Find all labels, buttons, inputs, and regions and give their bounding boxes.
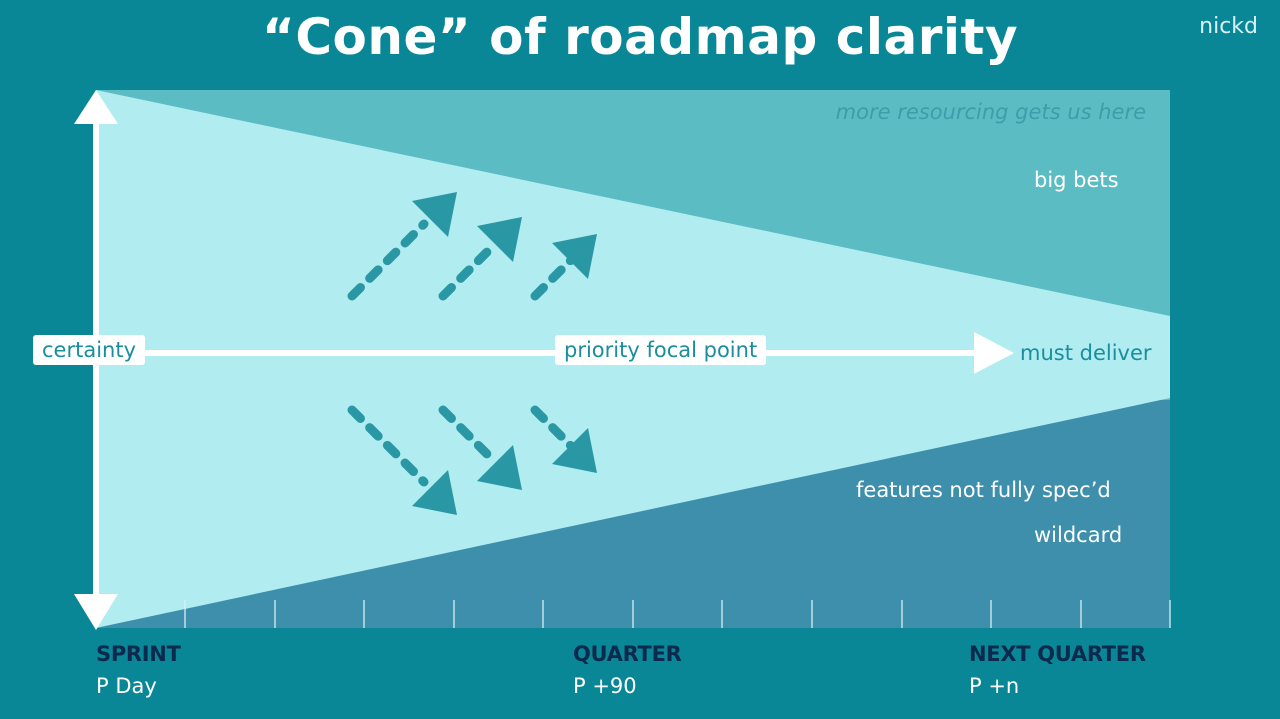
timeline-name: NEXT QUARTER xyxy=(969,642,1146,666)
priority-axis xyxy=(96,332,1014,374)
must-deliver-label: must deliver xyxy=(1020,341,1152,365)
features-label: features not fully spec’d xyxy=(856,478,1111,502)
big-bets-label: big bets xyxy=(1034,168,1119,192)
timeline-quarter: QUARTER P +90 xyxy=(573,642,682,698)
arrow-heads xyxy=(412,192,597,515)
arrow-down-right-icon xyxy=(438,405,500,467)
arrowhead-icon xyxy=(412,192,457,237)
timeline-sub: P +90 xyxy=(573,674,637,698)
author-name: nickd xyxy=(1199,14,1258,39)
arrowhead-icon xyxy=(552,428,597,473)
timeline-name: SPRINT xyxy=(96,642,181,666)
arrowhead-icon xyxy=(477,445,522,490)
timeline-ticks xyxy=(184,600,1171,628)
arrow-down-right-icon xyxy=(530,405,577,452)
arrowhead-icon xyxy=(477,217,522,262)
priority-focal-point-label: priority focal point xyxy=(555,335,767,365)
timeline-sub: P +n xyxy=(969,674,1020,698)
timeline-sprint: SPRINT P Day xyxy=(96,642,181,698)
arrow-up-right-icon xyxy=(347,219,429,301)
arrow-down-right-icon xyxy=(347,405,429,487)
wildcard-label: wildcard xyxy=(1034,523,1123,547)
arrow-down-icon xyxy=(74,594,118,630)
arrow-up-right-icon xyxy=(530,254,577,301)
timeline-next-quarter: NEXT QUARTER P +n xyxy=(969,642,1146,698)
page-title: “Cone” of roadmap clarity xyxy=(261,8,1019,66)
arrow-up-right-icon xyxy=(438,239,500,301)
timeline-name: QUARTER xyxy=(573,642,682,666)
more-resourcing-label: more resourcing gets us here xyxy=(835,100,1146,124)
arrowhead-icon xyxy=(412,470,457,515)
arrowhead-icon xyxy=(552,234,597,279)
arrow-right-icon xyxy=(974,332,1014,374)
certainty-label: certainty xyxy=(33,335,146,365)
timeline-sub: P Day xyxy=(96,674,157,698)
arrow-up-icon xyxy=(74,90,118,124)
diverging-arrows xyxy=(347,219,577,487)
